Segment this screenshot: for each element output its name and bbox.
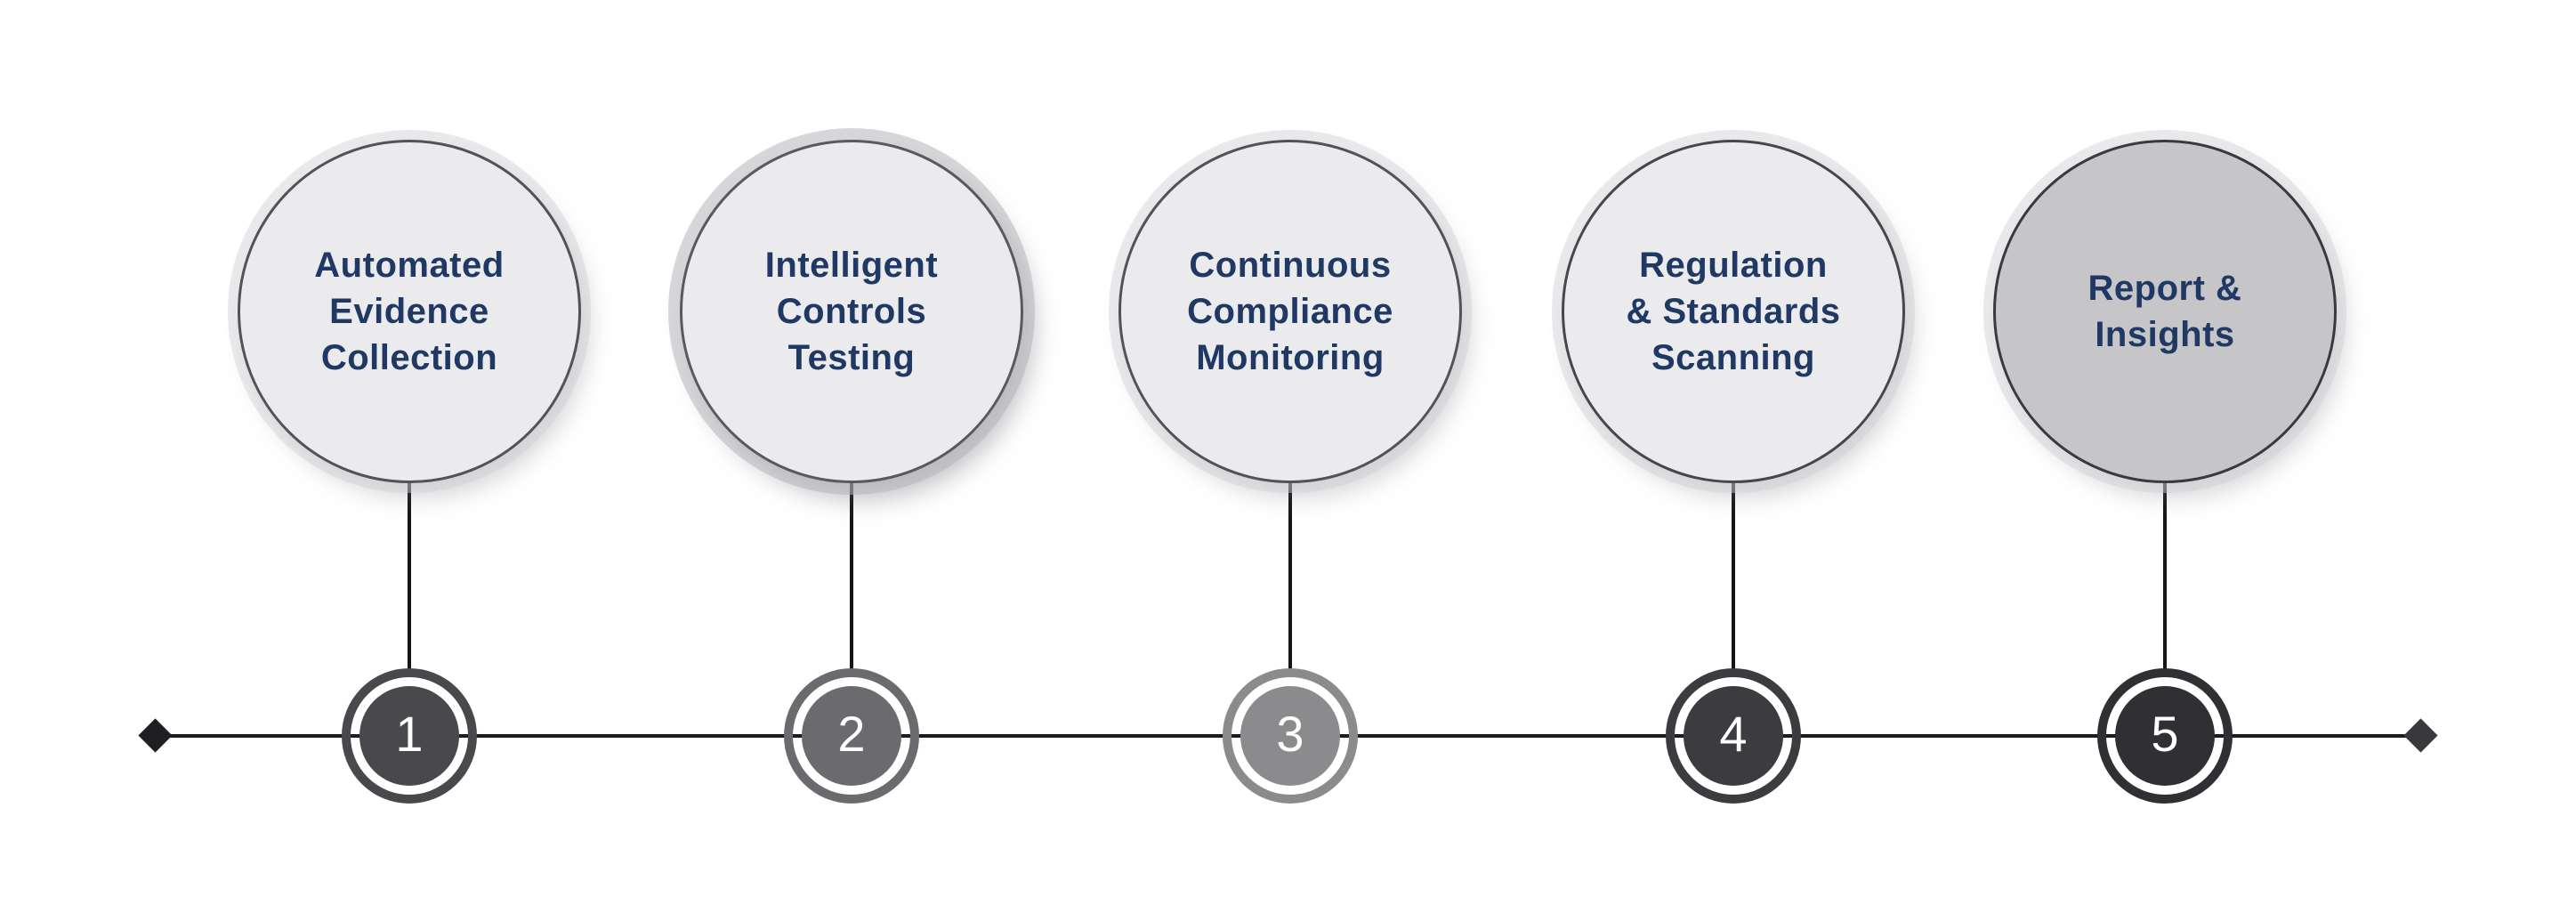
step-4-connector-line xyxy=(1732,479,1735,670)
step-5-number-node: 5 xyxy=(2097,668,2233,804)
step-5-number-core: 5 xyxy=(2115,686,2215,786)
step-3: Continuous Compliance Monitoring 3 xyxy=(1112,0,1468,913)
label-line: Testing xyxy=(787,338,916,377)
step-4-number-core: 4 xyxy=(1684,686,1783,786)
step-4-number-node: 4 xyxy=(1666,668,1801,804)
step-2-label: Intelligent Controls Testing xyxy=(765,242,938,381)
step-2-number: 2 xyxy=(837,706,866,762)
step-4-label: Regulation & Standards Scanning xyxy=(1626,242,1840,381)
step-2-number-core: 2 xyxy=(802,686,901,786)
label-line: Evidence xyxy=(329,292,489,331)
step-4-bubble: Regulation & Standards Scanning xyxy=(1562,140,1905,483)
step-1-bubble: Automated Evidence Collection xyxy=(238,140,581,483)
step-5: Report & Insights 5 xyxy=(1987,0,2343,913)
label-line: Collection xyxy=(320,338,498,377)
step-5-connector-line xyxy=(2163,479,2167,670)
step-3-connector-line xyxy=(1288,479,1292,670)
step-2: Intelligent Controls Testing 2 xyxy=(674,0,1030,913)
step-1: Automated Evidence Collection 1 xyxy=(231,0,587,913)
step-1-number-node: 1 xyxy=(342,668,477,804)
step-4-number: 4 xyxy=(1719,706,1748,762)
label-line: Scanning xyxy=(1651,338,1815,377)
step-5-number: 5 xyxy=(2151,706,2179,762)
label-line: Automated xyxy=(314,246,505,285)
step-5-bubble: Report & Insights xyxy=(1993,140,2337,483)
label-line: Regulation xyxy=(1639,246,1828,285)
step-1-connector-line xyxy=(408,479,411,670)
step-4: Regulation & Standards Scanning 4 xyxy=(1555,0,1911,913)
timeline-start-diamond-icon xyxy=(138,718,173,753)
step-5-label: Report & Insights xyxy=(2088,265,2242,358)
step-2-bubble: Intelligent Controls Testing xyxy=(680,140,1023,483)
step-2-connector-line xyxy=(850,479,853,670)
label-line: Report & xyxy=(2087,269,2242,308)
label-line: Compliance xyxy=(1187,292,1393,331)
timeline-end-diamond-icon xyxy=(2403,718,2438,753)
step-1-label: Automated Evidence Collection xyxy=(314,242,504,381)
step-1-number: 1 xyxy=(395,706,424,762)
step-2-number-node: 2 xyxy=(784,668,919,804)
step-3-label: Continuous Compliance Monitoring xyxy=(1187,242,1393,381)
label-line: Insights xyxy=(2095,315,2235,354)
label-line: Intelligent xyxy=(764,246,939,285)
label-line: Continuous xyxy=(1189,246,1392,285)
step-3-number-core: 3 xyxy=(1240,686,1340,786)
label-line: Monitoring xyxy=(1196,338,1385,377)
step-3-bubble: Continuous Compliance Monitoring xyxy=(1118,140,1462,483)
step-3-number: 3 xyxy=(1276,706,1304,762)
label-line: & Standards xyxy=(1626,292,1841,331)
step-3-number-node: 3 xyxy=(1223,668,1358,804)
label-line: Controls xyxy=(776,292,927,331)
step-1-number-core: 1 xyxy=(359,686,459,786)
